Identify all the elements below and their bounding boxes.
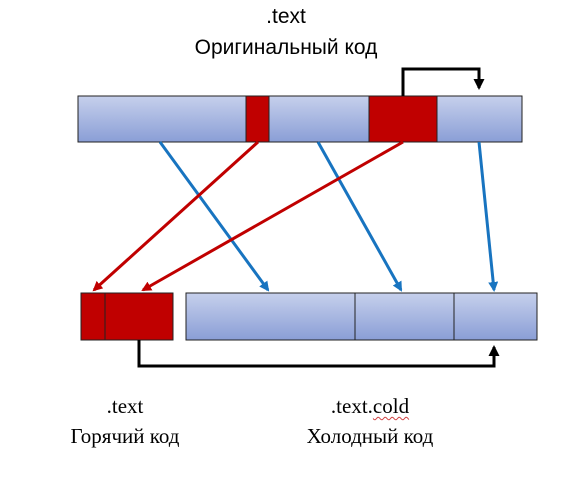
orig-block-3 [436, 95, 523, 143]
cold-code-strip [185, 292, 538, 341]
hot-code-strip [80, 292, 174, 341]
hot-to-cold-jump-arrow [137, 340, 500, 368]
cold-section-suffix: cold [372, 394, 410, 418]
original-jump-arrow [401, 67, 485, 96]
cold-block-2 [354, 292, 455, 341]
map-arrow-hot-1 [92, 140, 260, 292]
cold-caption: Холодный код [306, 424, 434, 448]
map-arrow-cold-1 [158, 141, 270, 292]
orig-hot-block-1 [245, 95, 270, 143]
hot-block-2 [104, 292, 174, 341]
orig-hot-block-2 [368, 95, 438, 143]
orig-block-1 [77, 95, 247, 143]
map-arrow-cold-3 [477, 141, 499, 292]
original-section-label: .text [266, 5, 306, 28]
hot-caption: Горячий код [70, 424, 180, 448]
original-code-strip [77, 95, 523, 143]
cold-block-3 [453, 292, 538, 341]
map-arrow-cold-2 [316, 141, 403, 292]
map-arrow-hot-2 [141, 140, 404, 292]
cold-section-label: .text.cold [270, 394, 470, 419]
hot-block-1 [80, 292, 106, 341]
hot-section-label: .text [106, 394, 144, 418]
orig-block-2 [268, 95, 370, 143]
original-caption: Оригинальный код [194, 36, 378, 59]
cold-section-prefix: .text. [330, 394, 373, 418]
cold-block-1 [185, 292, 356, 341]
